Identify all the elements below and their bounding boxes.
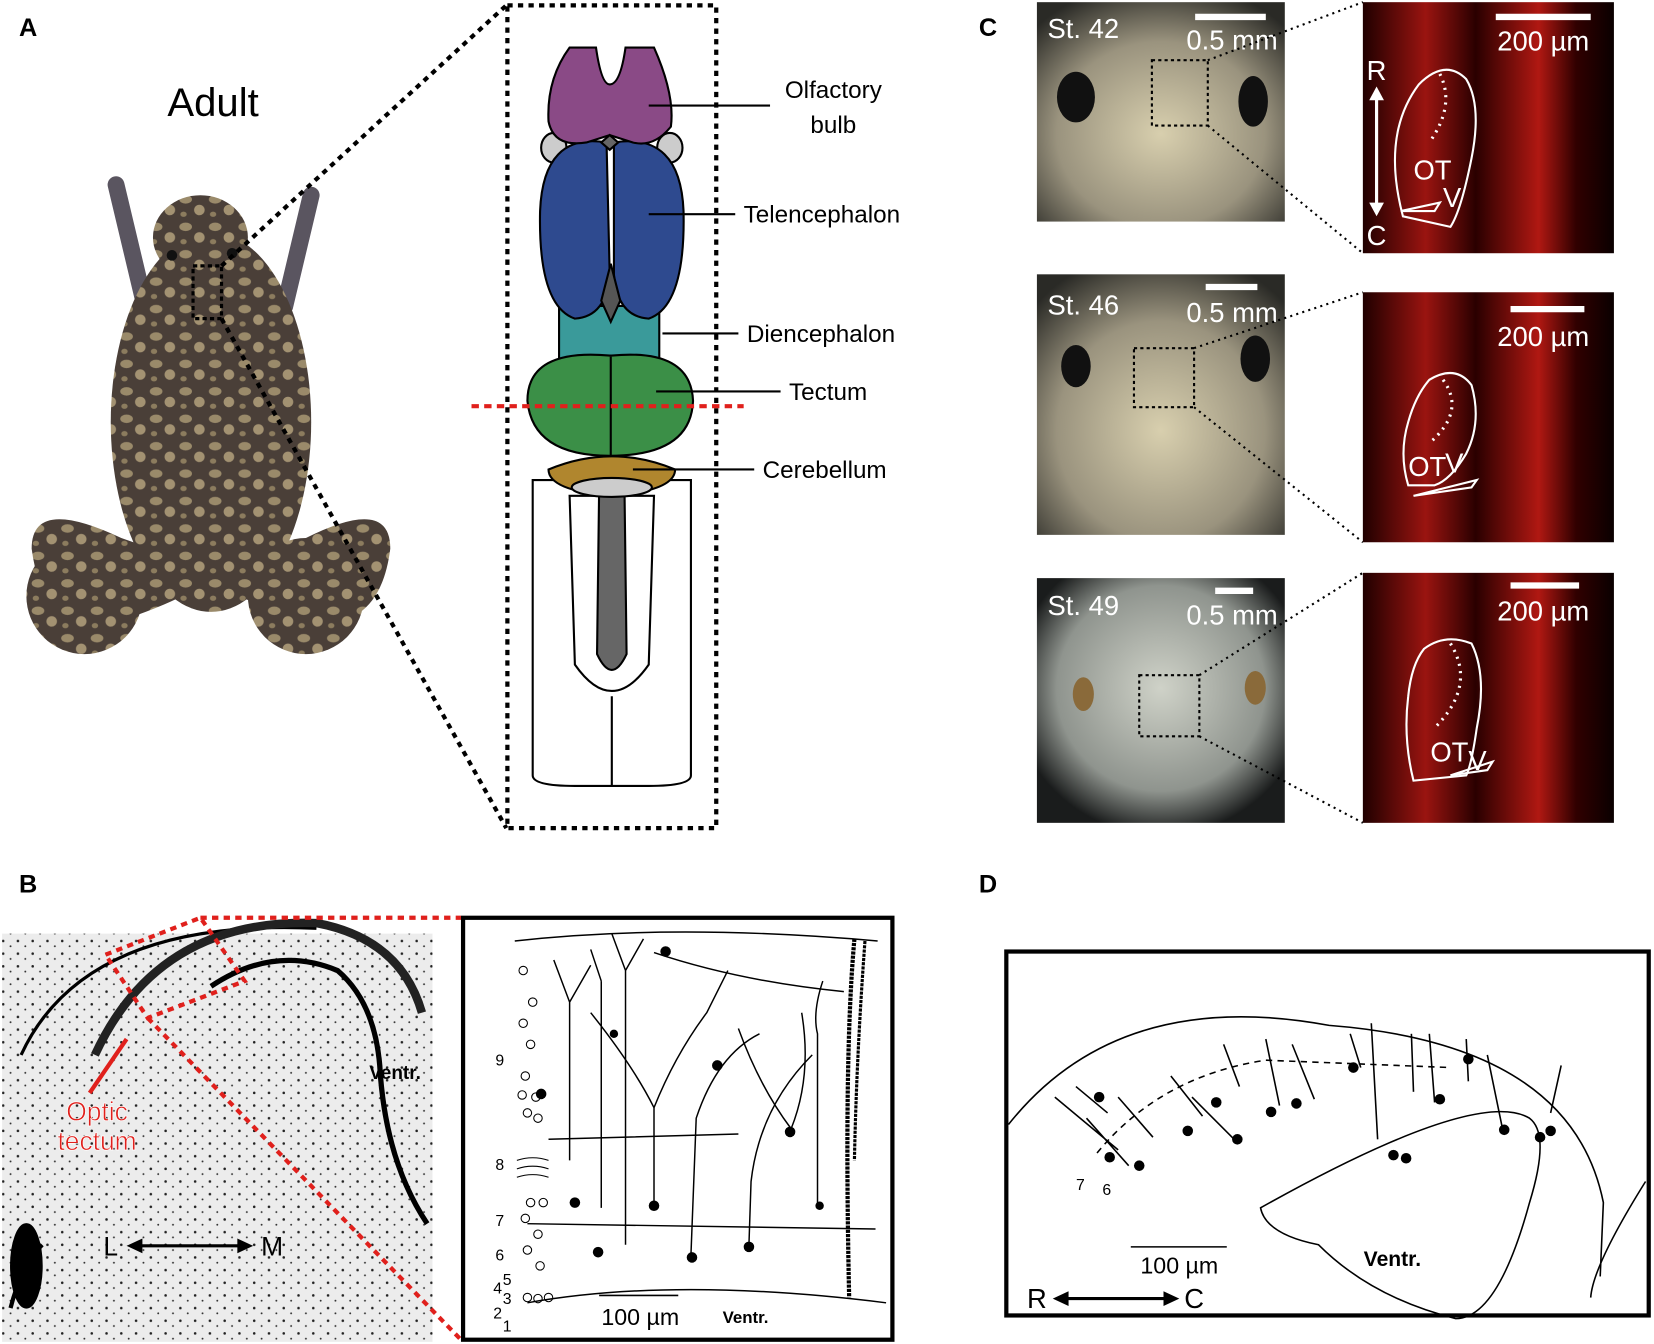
layer-label: 8 (495, 1157, 504, 1174)
zoom-line (220, 3, 508, 268)
golgi-inset (460, 915, 895, 1342)
panel-label-b: B (19, 870, 37, 898)
olfactory-bulb-region (547, 46, 673, 145)
stage-label: St. 46 (1047, 289, 1119, 320)
ot-label: OT (1408, 451, 1446, 482)
panel-d: D 7 6 Ventr. 100 µm R C (979, 870, 1651, 1320)
neuron-somata (535, 946, 824, 1263)
zoom-line (219, 317, 509, 830)
stage-label: St. 49 (1047, 590, 1119, 621)
frog-photo (26, 176, 391, 655)
tectum-label: Tectum (789, 379, 867, 406)
layer-label: 6 (495, 1248, 504, 1265)
layer-label: 2 (493, 1306, 502, 1323)
scale-bar-label: 200 µm (1497, 595, 1589, 626)
panel-label-c: C (979, 14, 997, 42)
caudal-label: C (1184, 1283, 1204, 1314)
ventricle-mark: V (1445, 448, 1464, 479)
olfactory-bulb-label-2: bulb (810, 112, 856, 139)
inset-ventricle-label: Ventr. (723, 1308, 769, 1327)
layer-6-label: 6 (1102, 1182, 1111, 1199)
medial-label: M (261, 1231, 283, 1261)
ventricle-mark: V (1468, 745, 1487, 776)
layer-7-label: 7 (1076, 1177, 1085, 1194)
fluorescence-image (1362, 572, 1614, 823)
panel-label-d: D (979, 870, 997, 898)
scale-bar-label: 100 µm (601, 1304, 679, 1330)
scale-bar-label: 200 µm (1497, 321, 1589, 352)
section-outlines (8, 918, 430, 1309)
panel-b: B Optic tectum Ventr. L M (2, 870, 895, 1342)
stage-42-row: St. 42 0.5 mm 200 µm R C OT V (1036, 1, 1614, 255)
layer-label: 1 (503, 1318, 512, 1335)
tectum-sagittal-diagram (1004, 949, 1651, 1318)
layer-label: 5 (503, 1272, 512, 1289)
tadpole-photo (1036, 274, 1285, 535)
caudal-label: C (1367, 220, 1387, 251)
brain-diagram (526, 46, 695, 787)
layer-circles (516, 965, 554, 1304)
cerebellum-label: Cerebellum (763, 457, 887, 484)
ot-label: OT (1430, 737, 1468, 768)
scale-bar-label: 0.5 mm (1186, 297, 1277, 328)
scale-bar-label: 100 µm (1140, 1252, 1218, 1278)
lateral-label: L (103, 1231, 118, 1261)
panel-label-a: A (19, 14, 37, 42)
telencephalon-right (612, 140, 685, 320)
layer-label: 7 (495, 1213, 504, 1230)
stage-46-row: St. 46 0.5 mm 200 µm OT V (1036, 274, 1614, 544)
olfactory-bulb-label: Olfactory (785, 77, 883, 104)
scale-bar-label: 0.5 mm (1186, 600, 1277, 631)
layer-label: 3 (503, 1291, 512, 1308)
ventricle-label: Ventr. (1364, 1248, 1421, 1271)
rostral-label: R (1027, 1283, 1047, 1314)
stage-49-row: St. 49 0.5 mm 200 µm OT V (1036, 571, 1614, 824)
layer-label: 9 (495, 1052, 504, 1069)
ventricle-mark: V (1443, 182, 1462, 213)
fluorescence-image (1362, 292, 1614, 543)
ventricle-label: Ventr. (369, 1063, 421, 1084)
rostral-label: R (1367, 55, 1387, 86)
layer-label: 4 (493, 1280, 502, 1297)
panel-a: A Adult (19, 3, 900, 831)
optic-tectum-label-2: tectum (57, 1126, 136, 1156)
ot-label: OT (1413, 154, 1451, 185)
scale-bar-label: 200 µm (1497, 26, 1589, 57)
inset-box (102, 915, 249, 1021)
panel-c: C St. 42 0.5 mm 200 µm R C OT V (979, 1, 1614, 824)
tectum-outline (1007, 1016, 1647, 1320)
ventricle-outline (1259, 1110, 1541, 1320)
adult-title: Adult (167, 81, 258, 125)
telencephalon-left (538, 140, 611, 320)
neuron-somata (1093, 1053, 1556, 1171)
brain-labels (632, 104, 781, 471)
telencephalon-label: Telencephalon (744, 202, 900, 229)
optic-tectum-label: Optic (66, 1096, 128, 1126)
stage-label: St. 42 (1047, 13, 1119, 44)
diencephalon-label: Diencephalon (747, 321, 895, 348)
